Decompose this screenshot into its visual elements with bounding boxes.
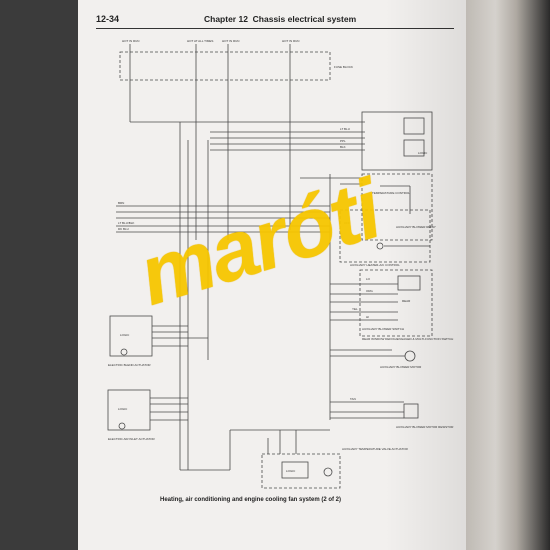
logic-valve-box [261,453,341,489]
wire-yel: YEL [352,307,358,311]
wire-lo: LO [366,277,371,281]
wire-dk-blu: DK BLU [118,227,129,231]
fuse-block-label: FUSE BLOCK [334,65,353,69]
air-inlet-actuator-label: ELECTRIC AIR INLET ACTUATOR [108,437,156,441]
wire-off: OFF [344,221,350,225]
logic-blend-box [109,315,153,357]
logic-blend-label: LOGIC [120,333,130,337]
logic-inlet-label: LOGIC [118,407,128,411]
hot-label-2: HOT AT ALL TIMES [187,39,213,43]
wire-lt-blu-blk: LT BLU/BLK [118,221,134,225]
wire-brn: BRN [118,201,124,205]
aux-blower-switch-label: AUXILIARY BLOWER SWITCH [362,327,404,331]
logic-module-1 [361,111,433,171]
figure-caption: Heating, air conditioning and engine coo… [160,497,342,503]
wire-ppl: PPL [340,139,346,143]
hot-label-1: HOT IN RUN [122,39,139,43]
chapter-heading: Chapter 12 Chassis electrical system [204,14,356,24]
logic-1-label: LOGIC [418,151,428,155]
wire-tan: TAN [350,397,356,401]
chapter-number: Chapter 12 [204,14,248,24]
wire-lt-blu: LT BLU [340,127,350,131]
valve-actuator-label: AUXILIARY TEMPERATURE VALVE ACTUATOR [342,447,409,451]
aux-blower-resistor-label: AUXILIARY BLOWER MOTOR RESISTOR [396,425,454,429]
header-rule [96,28,454,29]
fuse-block-box [119,51,331,81]
logic-valve-label: LOGIC [286,469,296,473]
wire-rear: REAR [402,299,411,303]
rear-window-switch-label: REAR WINDOW DEFOG/ENGAGED & MULTI-FUNCTI… [362,337,453,341]
blend-actuator-label: ELECTRIC BLEND ACTUATOR [108,363,151,367]
wire-blk-1: BLK [340,145,346,149]
manual-page [78,0,466,550]
wire-hi: HI [366,315,369,319]
page-header: 12-34 Chapter 12 Chassis electrical syst… [96,12,452,28]
page-number: 12-34 [96,14,120,24]
logic-inlet-box [107,389,151,431]
book-spine [466,0,550,550]
hot-label-4: HOT IN RUN [282,39,299,43]
wire-org: ORG [366,289,374,293]
hot-label-3: HOT IN RUN [222,39,239,43]
aux-blower-relay-label: AUXILIARY BLOWER RELAY [396,225,436,229]
aux-blower-motor-label: AUXILIARY BLOWER MOTOR [380,365,422,369]
chapter-title: Chassis electrical system [252,14,357,24]
temperature-control-label: TEMPERATURE CONTROL [372,191,410,195]
aux-heater-control-label: AUXILIARY HEATER-A/C CONTROL [350,263,400,267]
